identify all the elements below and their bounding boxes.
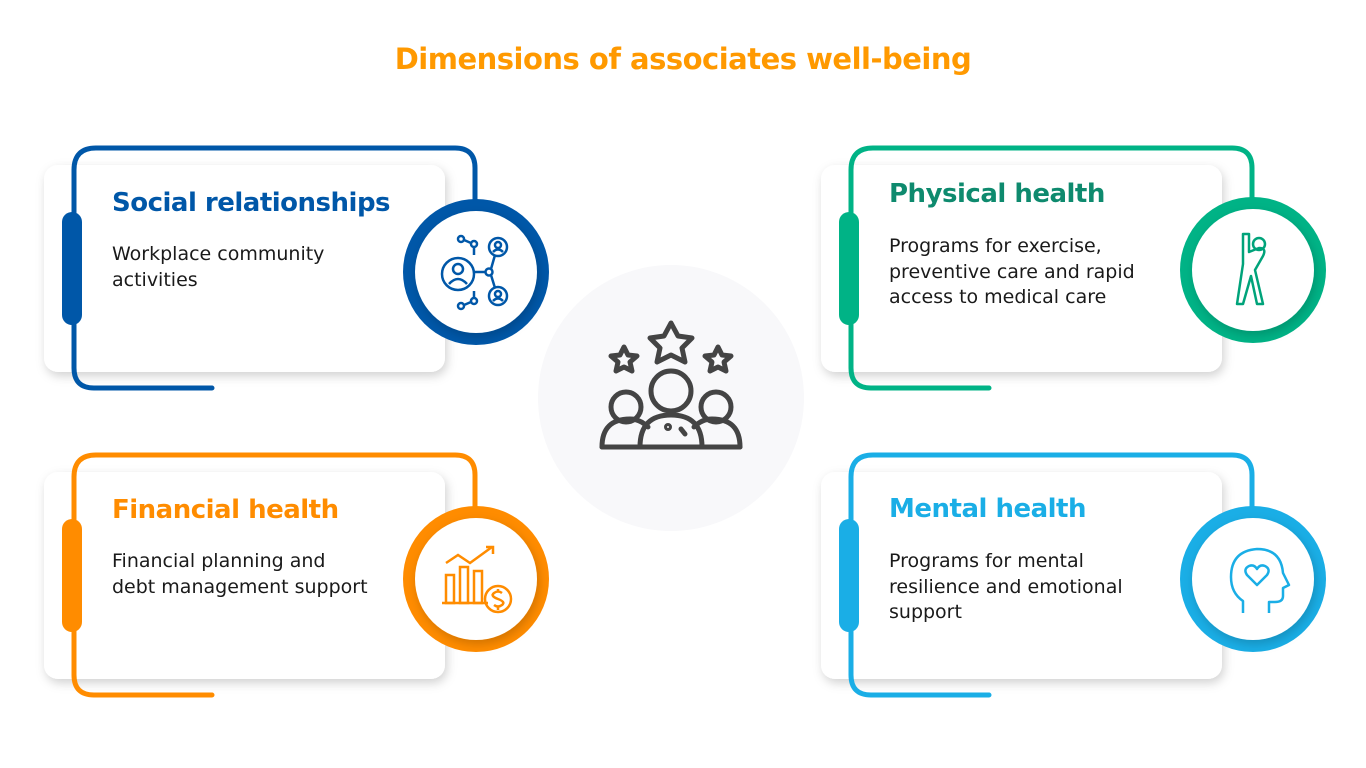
card-title: Financial health [112, 495, 339, 525]
mind-heart-icon [1229, 547, 1291, 613]
card-description: Programs for exercise, preventive care a… [889, 235, 1135, 308]
card-accent-bar [62, 212, 82, 325]
card-description: Financial planning and debt management s… [112, 550, 368, 598]
card-financial-health: Financial health Financial planning and … [30, 447, 570, 707]
card-panel [44, 165, 445, 372]
card-outline [848, 452, 1255, 698]
card-accent-bar [62, 519, 82, 632]
icon-disc [1192, 209, 1314, 331]
card-frame [821, 452, 1326, 698]
card-panel [821, 165, 1222, 372]
card-panel [44, 472, 445, 679]
card-outline [71, 452, 478, 698]
card-mental-health: Mental health Programs for mental resili… [807, 447, 1347, 707]
card-social-relationships: Social relationships Workplace community… [30, 140, 570, 400]
card-description: Workplace community activities [112, 243, 325, 291]
card-panel [821, 472, 1222, 679]
social-network-icon [440, 234, 509, 311]
card-physical-health: Physical health Programs for exercise, p… [807, 140, 1347, 400]
card-frame [821, 145, 1326, 391]
card-title: Mental health [889, 494, 1087, 524]
card-outline [848, 145, 1255, 391]
financial-growth-icon [442, 545, 513, 614]
stretching-person-icon [1235, 232, 1267, 306]
card-outline [71, 145, 478, 391]
card-title: Social relationships [112, 188, 391, 218]
card-accent-bar [839, 212, 859, 325]
center-circle [538, 265, 804, 531]
card-frame [44, 452, 549, 698]
card-title: Physical health [889, 179, 1105, 209]
team-stars-icon [599, 320, 743, 450]
card-description: Programs for mental resilience and emoti… [889, 550, 1123, 623]
icon-disc [1192, 518, 1314, 640]
card-accent-bar [839, 519, 859, 632]
page-title: Dimensions of associates well-being [394, 42, 972, 76]
